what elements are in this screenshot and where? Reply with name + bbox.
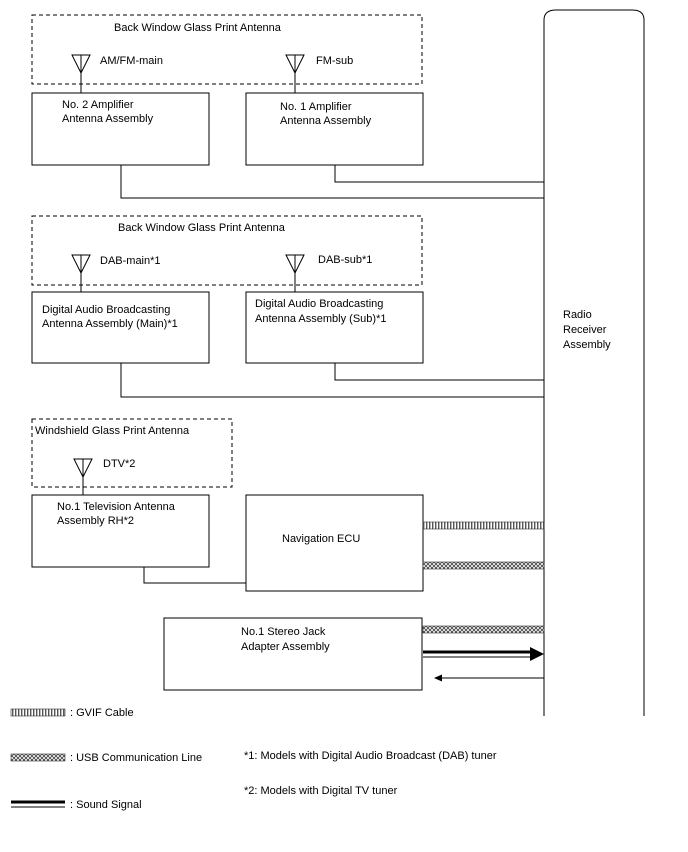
no1-amplifier-box bbox=[245, 92, 424, 166]
tv-antenna-box bbox=[31, 494, 210, 568]
legend-usb-swatch bbox=[10, 753, 66, 762]
stereo-jack-box bbox=[163, 617, 423, 691]
dab-main-antenna-label-2: Antenna Assembly (Main)*1 bbox=[42, 318, 178, 330]
tv-antenna-connection bbox=[143, 567, 246, 584]
navigation-ecu-box bbox=[245, 494, 424, 592]
dab-main-label: DAB-main*1 bbox=[100, 255, 161, 267]
radio-receiver-assembly: Radio Receiver Assembly bbox=[543, 9, 645, 716]
windshield-antenna-group: Windshield Glass Print Antenna DTV*2 bbox=[31, 418, 233, 495]
back-window-antenna-boundary-2 bbox=[31, 215, 423, 286]
no2-amplifier-label-2: Antenna Assembly bbox=[62, 113, 154, 125]
legend-gvif-swatch bbox=[10, 708, 66, 717]
stereo-jack-label-1: No.1 Stereo Jack bbox=[241, 626, 326, 638]
dab-sub-antenna-box bbox=[245, 291, 424, 364]
tv-antenna-label-2: Assembly RH*2 bbox=[57, 515, 134, 527]
dab-sub-antenna-label-1: Digital Audio Broadcasting bbox=[255, 298, 383, 310]
legend-gvif-label: : GVIF Cable bbox=[70, 707, 134, 719]
dtv-label: DTV*2 bbox=[103, 458, 135, 470]
footnote-1: *1: Models with Digital Audio Broadcast … bbox=[244, 750, 497, 762]
dab-main-connection bbox=[120, 363, 544, 398]
fm-sub-label: FM-sub bbox=[316, 55, 353, 67]
back-window-antenna-title-2: Back Window Glass Print Antenna bbox=[118, 222, 286, 234]
dab-main-antenna-box bbox=[31, 291, 210, 364]
dtv-antenna-icon bbox=[73, 458, 93, 495]
dab-main-antenna-label-1: Digital Audio Broadcasting bbox=[42, 304, 170, 316]
no2-amplifier-label-1: No. 2 Amplifier bbox=[62, 99, 134, 111]
nav-gvif-cable bbox=[422, 521, 545, 530]
legend: : GVIF Cable : USB Communication Line : … bbox=[10, 707, 202, 811]
legend-sound-swatch bbox=[11, 800, 65, 808]
radio-receiver-label-3: Assembly bbox=[563, 339, 611, 351]
no1-amplifier-connection bbox=[334, 165, 544, 183]
nav-usb-line bbox=[422, 561, 545, 570]
back-window-antenna-title-1: Back Window Glass Print Antenna bbox=[114, 22, 282, 34]
dab-sub-connection bbox=[334, 363, 544, 381]
dab-sub-antenna-icon bbox=[285, 254, 305, 292]
back-window-antenna-group-2: Back Window Glass Print Antenna DAB-main… bbox=[31, 215, 423, 292]
am-fm-main-antenna-icon bbox=[71, 54, 91, 93]
radio-receiver-label-1: Radio bbox=[563, 309, 592, 321]
radio-receiver-label-2: Receiver bbox=[563, 324, 607, 336]
dab-main-antenna-icon bbox=[71, 254, 91, 292]
stereo-jack-sound-signal bbox=[423, 647, 544, 661]
dab-sub-label: DAB-sub*1 bbox=[318, 254, 372, 266]
windshield-antenna-boundary bbox=[31, 418, 233, 488]
no2-amplifier-connection bbox=[120, 165, 544, 199]
legend-usb-label: : USB Communication Line bbox=[70, 752, 202, 764]
no1-amplifier-label-2: Antenna Assembly bbox=[280, 115, 372, 127]
am-fm-main-label: AM/FM-main bbox=[100, 55, 163, 67]
no2-amplifier-box bbox=[31, 92, 210, 166]
stereo-jack-label-2: Adapter Assembly bbox=[241, 641, 330, 653]
footnote-2: *2: Models with Digital TV tuner bbox=[244, 785, 398, 797]
tv-antenna-label-1: No.1 Television Antenna bbox=[57, 501, 176, 513]
stereo-jack-usb-line bbox=[422, 625, 545, 634]
back-window-antenna-boundary-1 bbox=[31, 14, 423, 85]
no1-amplifier-label-1: No. 1 Amplifier bbox=[280, 101, 352, 113]
dab-sub-antenna-label-2: Antenna Assembly (Sub)*1 bbox=[255, 313, 386, 325]
stereo-jack-return-arrow bbox=[434, 674, 544, 682]
navigation-ecu-label: Navigation ECU bbox=[282, 533, 360, 545]
fm-sub-antenna-icon bbox=[285, 54, 305, 93]
legend-sound-label: : Sound Signal bbox=[70, 799, 142, 811]
back-window-antenna-group-1: Back Window Glass Print Antenna AM/FM-ma… bbox=[31, 14, 423, 93]
windshield-antenna-title: Windshield Glass Print Antenna bbox=[35, 425, 190, 437]
